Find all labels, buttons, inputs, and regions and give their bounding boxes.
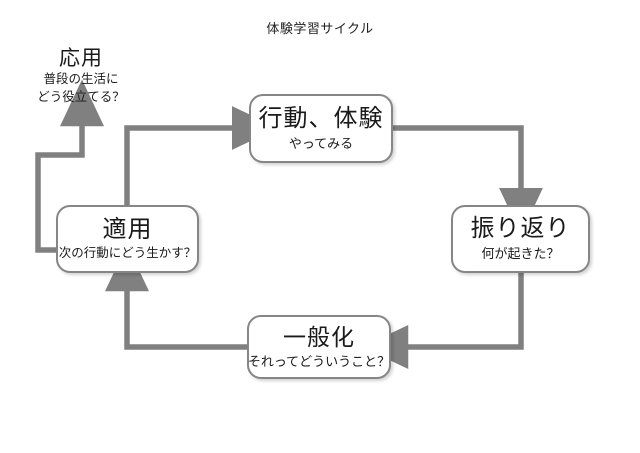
node-generalize[interactable]: 一般化 それってどういうこと？ [247, 315, 391, 379]
connector-apply-to-action [124, 106, 279, 205]
node-generalize-heading: 一般化 [283, 323, 355, 350]
connector-reflect-to-generalize [361, 273, 524, 369]
node-application: 応用 普段の生活に どう役立てる？ [16, 47, 146, 105]
node-apply[interactable]: 適用 次の行動にどう生かす？ [56, 205, 199, 273]
node-reflect[interactable]: 振り返り 何が起きた？ [451, 205, 590, 273]
connector-action-to-reflect [393, 125, 543, 235]
node-action-heading: 行動、体験 [258, 104, 384, 132]
connector-generalize-to-apply [105, 244, 247, 350]
node-action[interactable]: 行動、体験 やってみる [249, 94, 393, 163]
node-application-heading: 応用 [59, 47, 103, 70]
connector-apply-to-application [35, 79, 104, 253]
node-action-subtext: やってみる [288, 135, 354, 151]
node-application-subtext-line2: どう役立てる？ [37, 89, 125, 104]
node-apply-heading: 適用 [102, 215, 153, 243]
node-application-subtext-line1: 普段の生活に [43, 72, 119, 87]
node-reflect-subtext: 何が起きた？ [481, 246, 560, 262]
page-title: 体験学習サイクル [266, 21, 374, 36]
node-apply-subtext: 次の行動にどう生かす？ [58, 246, 197, 261]
node-generalize-subtext: それってどういうこと？ [247, 353, 391, 369]
node-reflect-heading: 振り返り [470, 215, 571, 243]
